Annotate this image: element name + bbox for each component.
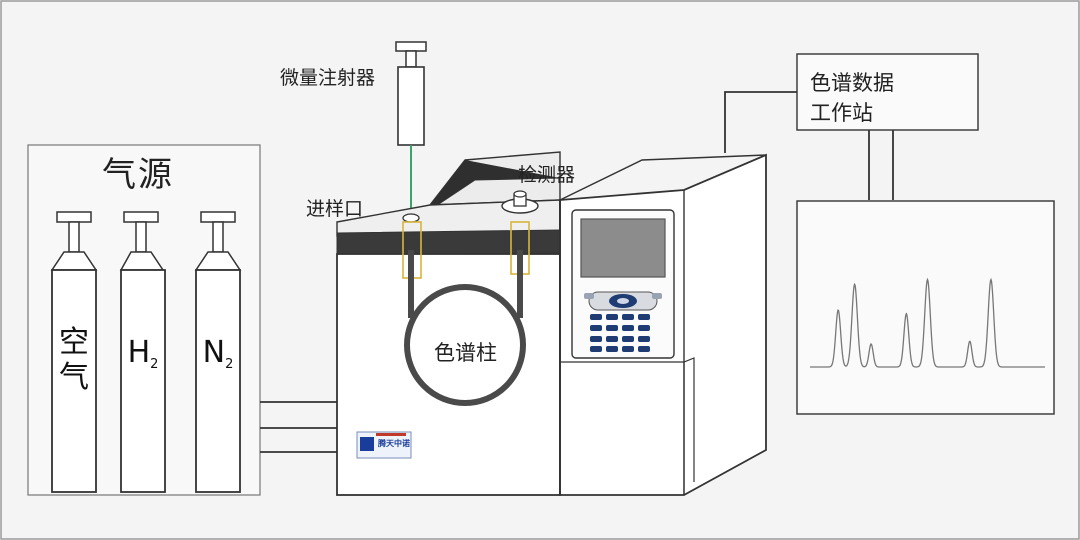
brand-logo-text: 腾天中诺 [378,439,410,448]
syringe [395,41,427,218]
workstation-box [796,53,979,131]
brand-logo [356,431,412,459]
workstation-cable [724,91,797,153]
chromatogram-line [810,277,1045,368]
workstation-label: 色谱数据 工作站 [810,68,960,128]
column-label: 色谱柱 [434,341,497,365]
workstation-label-line1: 色谱数据 [810,71,894,95]
chromatography-column [404,250,526,406]
cylinder-n2-label: N2 [202,335,234,372]
instrument-screen [580,218,666,278]
cylinder-h2-label: H2 [127,335,159,372]
syringe-label: 微量注射器 [280,67,376,89]
cylinder-n2 [194,211,242,493]
cylinder-air-label: 空 气 [59,325,89,395]
detector-label: 检测器 [518,164,576,186]
chromatogram-trace [810,277,1045,368]
instrument-keypad [584,291,662,352]
cylinder-h2 [119,211,166,493]
inlet-label: 进样口 [306,198,364,220]
cylinder-air [50,211,98,493]
detector [501,190,539,275]
workstation-label-line2: 工作站 [810,101,873,125]
gas-source-title: 气源 [102,155,174,195]
gas-lines [260,401,337,453]
